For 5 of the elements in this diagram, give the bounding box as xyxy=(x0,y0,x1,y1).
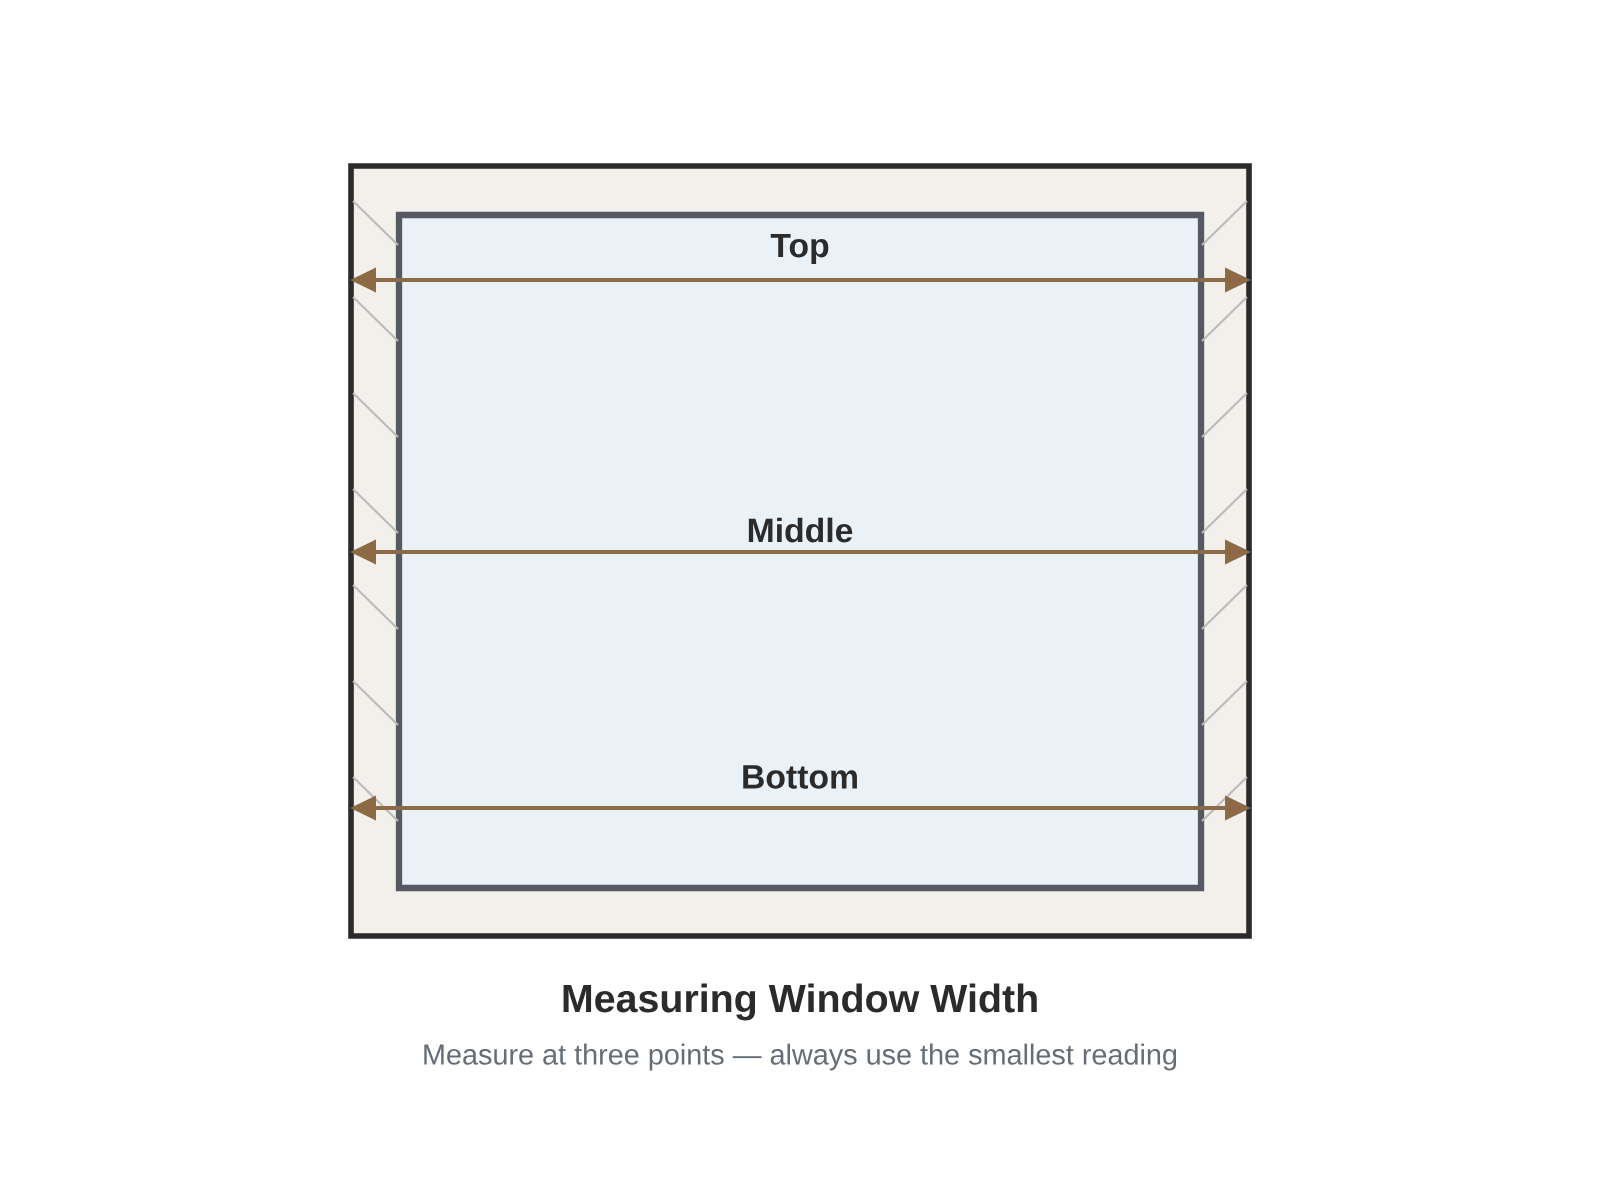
measurement-label: Middle xyxy=(748,517,853,543)
caption: Measure at three points — always use the smallest reading xyxy=(424,1043,1177,1071)
measurement-label: Bottom xyxy=(743,765,857,789)
measurement-label: Top xyxy=(770,233,829,265)
title: Measuring Window Width xyxy=(563,983,1037,1021)
